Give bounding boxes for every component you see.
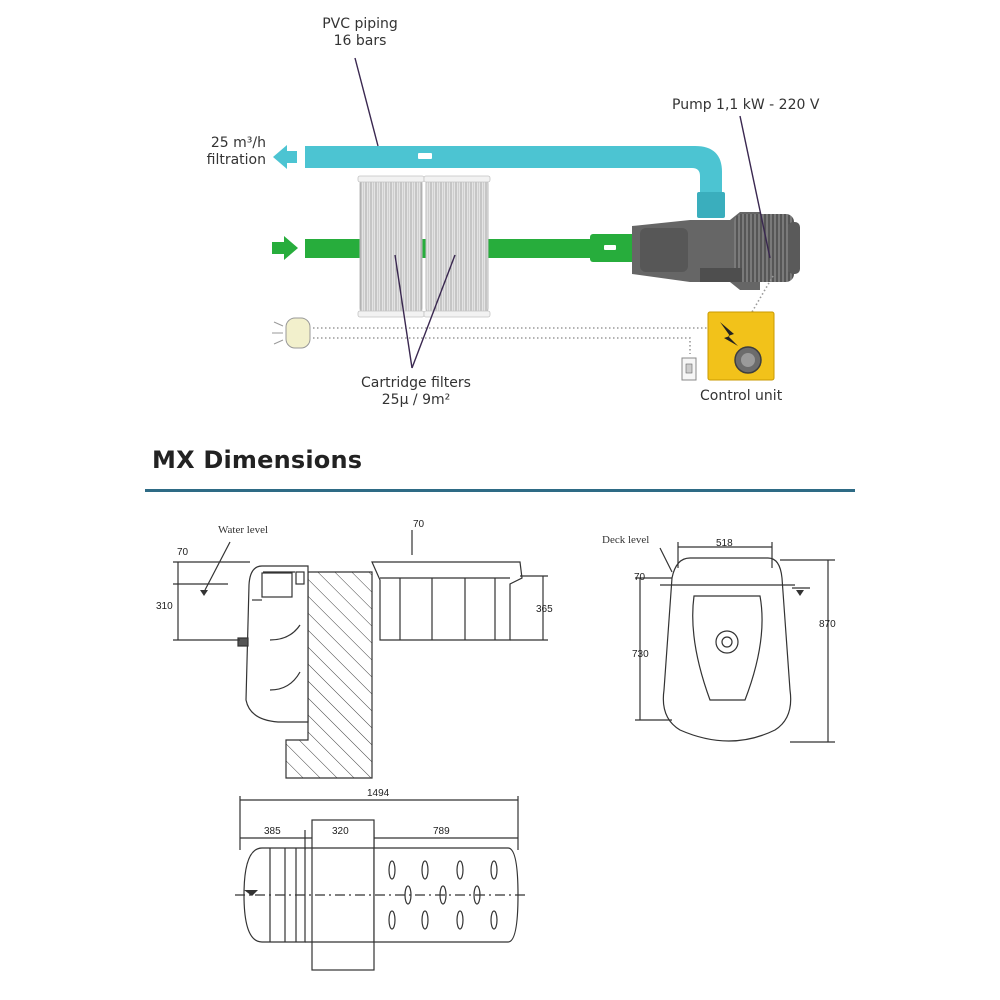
label-control-unit: Control unit [700,388,783,404]
switch-box [681,357,697,381]
inflow-arrow-icon [272,236,298,260]
pipe-clip [418,153,432,159]
dim-top-385: 385 [264,826,281,837]
concrete-wall [285,571,373,779]
outflow-arrow-icon [273,145,297,169]
filter-housing [371,561,523,641]
pipe-clip [604,245,616,250]
dim-side-70: 70 [177,547,189,558]
faceplate [692,595,763,701]
top-skimmer-head [243,847,306,943]
side-view-drawing [173,530,548,779]
leader-lines [354,57,771,369]
dim-side-70-top: 70 [413,519,425,530]
dim-side-365: 365 [536,604,553,615]
section-title: MX Dimensions [152,446,363,474]
cartridge-filters-line1: Cartridge filters [361,375,471,391]
label-deck-level: Deck level [602,534,650,546]
filtration-schematic [272,57,800,381]
water-level-icon [796,590,804,596]
pvc-piping-line2: 16 bars [333,33,387,49]
pump [632,212,800,290]
dim-front-870: 870 [819,619,836,630]
dim-top-1494: 1494 [367,788,390,799]
skimmer-body [245,565,309,723]
dim-side-310: 310 [156,601,173,612]
label-water-level: Water level [218,524,269,536]
dim-top-320: 320 [332,826,349,837]
return-pipe [273,145,725,218]
front-view-drawing [635,542,835,743]
top-view-drawing [235,796,525,971]
dim-front-730: 730 [632,649,649,660]
return-pipe-elbow [305,146,722,210]
pool-light [272,317,311,349]
pvc-piping-line1: PVC piping [322,16,398,32]
dim-front-518: 518 [716,538,733,549]
cartridge-filters [357,175,491,318]
wiring [305,275,774,354]
filtration-line1: 25 m³/h [210,135,266,151]
filtration-line2: filtration [206,152,266,168]
control-unit-box [707,311,775,381]
dim-top-789: 789 [433,826,450,837]
section-divider [145,489,855,492]
return-pipe-fitting [697,192,725,218]
dim-front-70: 70 [634,572,646,583]
cartridge-filters-line2: 25µ / 9m² [381,392,451,408]
water-level-icon [200,590,208,596]
label-pump: Pump 1,1 kW - 220 V [672,97,820,113]
lightning-icon [720,322,738,346]
